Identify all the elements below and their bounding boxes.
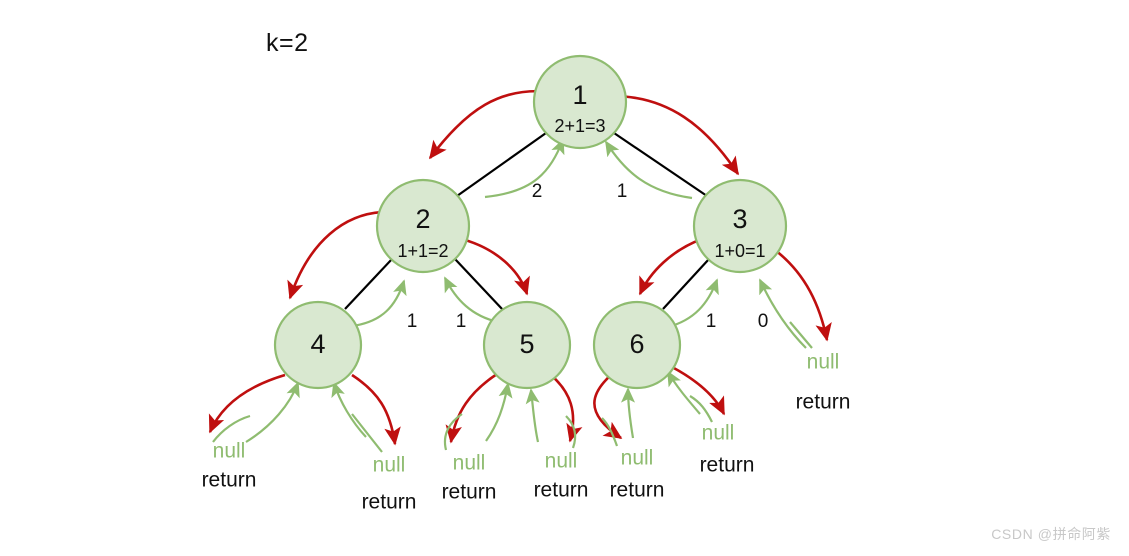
return-arrow-null-to-4-left [245,381,300,443]
node-3-circle[interactable] [692,178,788,274]
edge-value-2-5: 1 [456,311,467,332]
leaf-6-right-return-label: return [700,454,755,477]
leaf-labels-group: null return null return null return null… [202,351,851,514]
return-arrow-null-to-5-right [525,388,540,443]
node-5-circle[interactable] [482,300,572,390]
leaf-5-left-null-label: null [453,452,486,475]
call-arrows-group [208,89,832,446]
leaf-4-left-null-label: null [213,440,246,463]
null-leader-4-right [351,413,383,453]
leaf-5-right-null-label: null [545,450,578,473]
call-arrow-5-to-null-left [445,372,498,444]
node-2-label: 2 [415,204,430,234]
leaf-4-right-return-label: return [362,491,417,514]
edge-value-1-3: 1 [617,181,628,202]
call-arrow-2-to-4 [287,210,393,300]
null-leader-5-right [565,415,577,449]
leaf-3-right-null-label: null [807,351,840,374]
node-4[interactable]: 4 [273,300,363,390]
node-1-circle[interactable] [532,54,628,150]
edge-value-3-6: 1 [706,311,717,332]
node-2-circle[interactable] [375,178,471,274]
tree-edge-3-6 [662,258,710,310]
node-6-label: 6 [629,329,644,359]
leaf-5-right-return-label: return [534,479,589,502]
return-arrow-null-to-6-right [667,370,701,415]
csdn-watermark: CSDN @拼命阿紫 [991,526,1111,542]
node-6[interactable]: 6 [592,300,682,390]
edge-value-2-4: 1 [407,311,418,332]
null-leader-6-right [689,395,713,423]
node-3[interactable]: 3 1+0=1 [692,178,788,274]
leaf-4-right-null-label: null [373,454,406,477]
tree-edge-2-4 [344,258,393,310]
return-arrows-group [245,138,807,443]
call-arrow-2-to-5 [457,236,530,296]
call-arrow-1-to-3 [611,94,740,176]
node-2-sum-label: 1+1=2 [397,241,448,261]
return-arrow-null-to-4-right [331,381,367,438]
null-leader-4-left [212,414,251,443]
tree-edge-1-2 [456,132,547,197]
leaf-3-right-return-label: return [796,391,851,414]
call-arrow-3-to-null [774,248,832,342]
null-leader-6-left [601,417,619,447]
call-arrow-4-to-null-left [208,373,286,434]
return-arrow-null-to-5-left [485,382,513,442]
edge-values-group: 2 1 1 1 1 0 [407,181,769,332]
null-leader-lines-group [212,321,813,453]
node-5[interactable]: 5 [482,300,572,390]
call-arrow-3-to-6 [638,237,703,296]
node-2[interactable]: 2 1+1=2 [375,178,471,274]
node-1[interactable]: 1 2+1=3 [532,54,628,150]
leaf-6-left-null-label: null [621,447,654,470]
return-arrow-null-to-3 [759,278,807,349]
node-4-label: 4 [310,329,325,359]
tree-edge-2-5 [454,258,504,311]
tree-edges-group [344,132,710,311]
tree-edge-1-3 [613,132,708,197]
node-1-sum-label: 2+1=3 [554,116,605,136]
edge-value-3-null: 0 [758,311,769,332]
node-6-circle[interactable] [592,300,682,390]
node-4-circle[interactable] [273,300,363,390]
return-arrow-4-to-2 [351,279,407,328]
edge-value-1-2: 2 [532,181,543,202]
return-arrow-5-to-2 [444,276,499,324]
call-arrow-5-to-null-right [551,375,583,443]
null-leader-3-right [789,321,813,349]
return-arrow-2-to-1 [484,138,565,199]
node-1-label: 1 [572,80,587,110]
leaf-4-left-return-label: return [202,469,257,492]
return-arrow-3-to-1 [605,140,693,200]
node-3-sum-label: 1+0=1 [714,241,765,261]
nodes-group: 1 2+1=3 2 1+1=2 3 1+0=1 4 5 [273,54,788,390]
null-leader-5-left [443,413,463,451]
node-5-label: 5 [519,329,534,359]
leaf-5-left-return-label: return [442,481,497,504]
node-3-label: 3 [732,204,747,234]
return-arrow-null-to-6-left [620,387,636,439]
leaf-6-left-return-label: return [610,479,665,502]
leaf-6-right-null-label: null [702,422,735,445]
call-arrow-4-to-null-right [351,373,401,446]
k-parameter-label: k=2 [266,29,309,57]
